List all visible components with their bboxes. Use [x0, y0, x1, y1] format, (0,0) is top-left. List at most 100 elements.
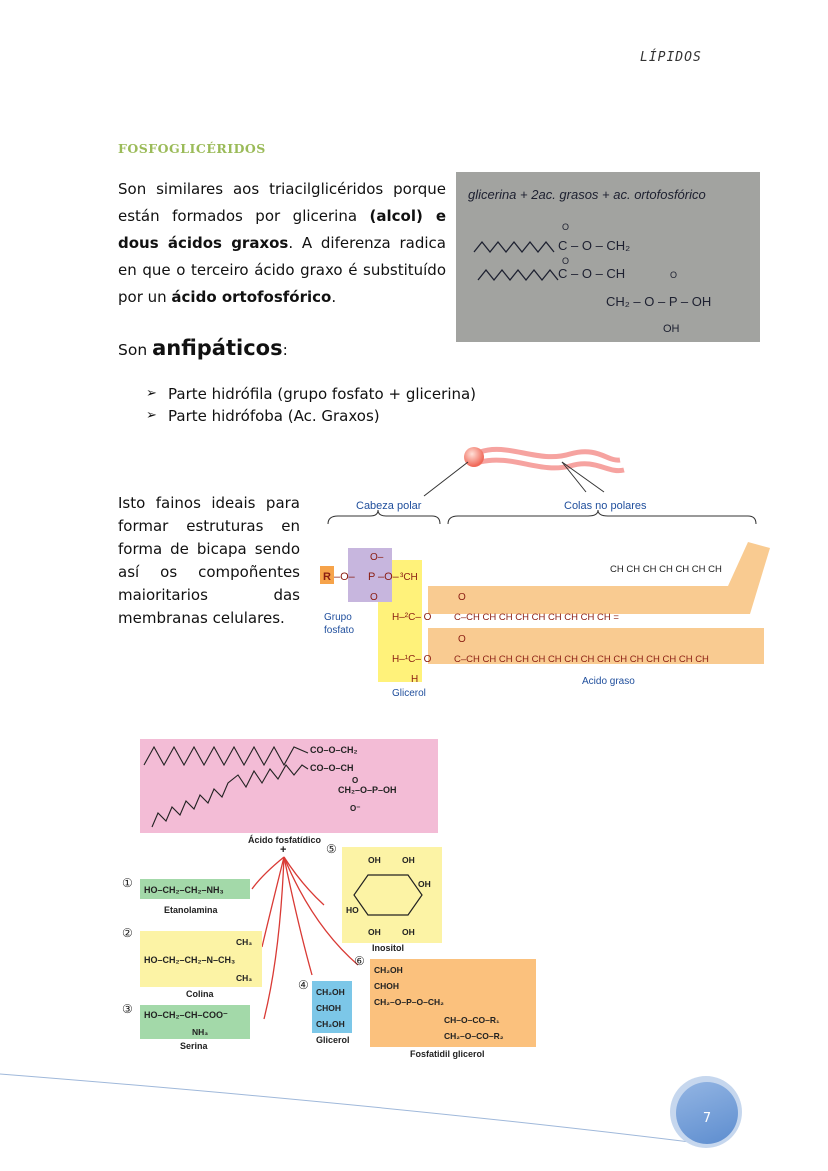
- top-o: O: [352, 776, 358, 785]
- chain-bottom: C–CH CH CH CH CH CH CH CH CH CH CH CH CH…: [454, 654, 709, 665]
- glycerol-h: H: [411, 674, 418, 685]
- inositol-oh-2: OH: [402, 855, 415, 865]
- label-fosfato: fosfato: [324, 625, 354, 636]
- phospholipid-structure-diagram: Cabeza polar Colas no polares R –O– O– P…: [308, 440, 770, 702]
- bilayer-paragraph: Isto fainos ideais para formar estrutura…: [118, 494, 300, 627]
- phospholipid-structure-svg: Cabeza polar Colas no polares R –O– O– P…: [320, 446, 770, 699]
- label-glicerol: Glicerol: [316, 1035, 350, 1045]
- etanolamina-box: [140, 879, 250, 899]
- phosphate-o-right: –O–: [378, 571, 400, 583]
- amphipathic-prefix: Son: [118, 341, 153, 359]
- photo-line-1: glicerina + 2ac. grasos + ac. ortofosfór…: [468, 187, 706, 202]
- glycerol-c3: ³CH: [400, 572, 418, 583]
- serina-nh3: NH₃: [192, 1027, 208, 1037]
- label-cabeza-polar: Cabeza polar: [356, 500, 422, 512]
- top-o-minus: O⁻: [350, 804, 360, 813]
- intro-text-3: .: [331, 288, 337, 306]
- inositol-ho: HO: [346, 905, 359, 915]
- intro-bold-1: (alcol) e dous ácidos graxos: [118, 207, 446, 252]
- chain-top: CH CH CH CH CH CH CH: [610, 564, 722, 575]
- etanolamina-formula: HO–CH₂–CH₂–NH₃: [144, 885, 224, 895]
- carbonyl-o-1: O: [458, 592, 466, 603]
- label-inositol: Inositol: [372, 943, 404, 953]
- photo-o-top-1: O: [562, 222, 569, 232]
- footer-swoosh: [0, 1073, 691, 1143]
- o-r-bond: –O–: [334, 571, 356, 583]
- label-acido-fosfatidico: Ácido fosfatídico: [248, 835, 322, 845]
- photo-line-c1: C – O – CH₂: [558, 238, 630, 253]
- fatty-acid-tail-1: [428, 542, 770, 614]
- fatty-acid-tail-2: [428, 628, 764, 664]
- glycerol-c2: H–²C– O: [392, 612, 432, 623]
- colina-formula: HO–CH₂–CH₂–N–CH₃: [144, 955, 235, 965]
- section-title: FOSFOGLICÉRIDOS: [118, 141, 266, 156]
- amphipathic-line: Son anfipáticos:: [118, 336, 288, 360]
- phosphate-o-bottom: O: [370, 592, 378, 603]
- r-group: R: [323, 571, 331, 583]
- amphipathic-suffix: :: [282, 341, 288, 359]
- label-acido-graso: Acido graso: [582, 676, 635, 687]
- photo-line-c3: CH₂ – O – P – OH: [606, 294, 711, 309]
- fg-line-4: CH–O–CO–R₁: [444, 1015, 500, 1025]
- number-3: ③: [122, 1002, 133, 1016]
- colina-box: [140, 931, 262, 987]
- label-glicerol: Glicerol: [392, 688, 426, 699]
- fg-line-1: CH₂OH: [374, 965, 403, 975]
- glicerol-line-2: CHOH: [316, 1003, 341, 1013]
- intro-text-2: . A diferenza radica en que o terceiro á…: [118, 234, 446, 306]
- handwritten-formula-photo: glicerina + 2ac. grasos + ac. ortofosfór…: [456, 172, 760, 342]
- top-line-2: CO–O–CH: [310, 763, 354, 773]
- glicerol-box: [312, 981, 352, 1033]
- top-line-3: CH₂–O–P–OH: [338, 785, 397, 795]
- glicerol-line-3: CH₂OH: [316, 1019, 345, 1029]
- colina-ch3-top: CH₃: [236, 937, 252, 947]
- phosphorus-atom: P: [368, 571, 375, 583]
- phosphate-box: [348, 548, 392, 602]
- inositol-oh-5: OH: [402, 927, 415, 937]
- fg-line-2: CHOH: [374, 981, 399, 991]
- reaction-arrows: [251, 856, 359, 1020]
- property-list: Parte hidrófila (grupo fosfato + gliceri…: [146, 383, 476, 427]
- inositol-oh-4: OH: [368, 927, 381, 937]
- plus-sign: +: [280, 844, 286, 856]
- serina-formula: HO–CH₂–CH–COO⁻: [144, 1010, 228, 1020]
- phosphate-o-minus: O–: [370, 552, 384, 563]
- inositol-ring-icon: [353, 874, 423, 916]
- inositol-box: [342, 847, 442, 943]
- fg-line-5: CH₂–O–CO–R₂: [444, 1031, 504, 1041]
- label-serina: Serina: [180, 1041, 209, 1051]
- polar-head-icon: [464, 447, 484, 467]
- inositol-oh-1: OH: [368, 855, 381, 865]
- handwritten-formula-svg: glicerina + 2ac. grasos + ac. ortofosfór…: [456, 172, 760, 342]
- number-1: ①: [122, 876, 133, 890]
- label-etanolamina: Etanolamina: [164, 905, 219, 915]
- intro-bold-2: ácido ortofosfórico: [171, 288, 332, 306]
- list-item: Parte hidrófoba (Ac. Graxos): [146, 405, 476, 427]
- photo-o-top-2: O: [562, 256, 569, 266]
- inositol-oh-3: OH: [418, 879, 431, 889]
- number-6: ⑥: [354, 954, 365, 968]
- amphipathic-word: anfipáticos: [152, 336, 283, 360]
- photo-line-c2: C – O – CH: [558, 266, 625, 281]
- colina-ch3-bottom: CH₃: [236, 973, 252, 983]
- fg-line-3: CH₂–O–P–O–CH₂: [374, 997, 444, 1007]
- derivatives-svg: CO–O–CH₂ CO–O–CH O CH₂–O–P–OH O⁻ Ácido f…: [122, 739, 536, 1059]
- running-header: LÍPIDOS: [640, 50, 702, 65]
- number-2: ②: [122, 926, 133, 940]
- carbonyl-o-2: O: [458, 634, 466, 645]
- label-grupo: Grupo: [324, 612, 352, 623]
- label-colas-no-polares: Colas no polares: [564, 500, 647, 512]
- top-line-1: CO–O–CH₂: [310, 745, 358, 755]
- photo-o-p: O: [670, 270, 677, 280]
- photo-oh: OH: [663, 323, 680, 335]
- glicerol-line-1: CH₂OH: [316, 987, 345, 997]
- glycerol-c1: H–¹C– O: [392, 654, 432, 665]
- intro-paragraph: Son similares aos triacilglicéridos porq…: [118, 176, 446, 311]
- intro-text-1: Son similares aos triacilglicéridos porq…: [118, 180, 446, 225]
- phosphatidic-acid-derivatives-diagram: CO–O–CH₂ CO–O–CH O CH₂–O–P–OH O⁻ Ácido f…: [112, 735, 542, 1065]
- label-colina: Colina: [186, 989, 214, 999]
- list-item: Parte hidrófila (grupo fosfato + gliceri…: [146, 383, 476, 405]
- chain-middle: C–CH CH CH CH CH CH CH CH CH =: [454, 612, 619, 623]
- label-fosfatidil-glicerol: Fosfatidil glicerol: [410, 1049, 485, 1059]
- serina-box: [140, 1005, 250, 1039]
